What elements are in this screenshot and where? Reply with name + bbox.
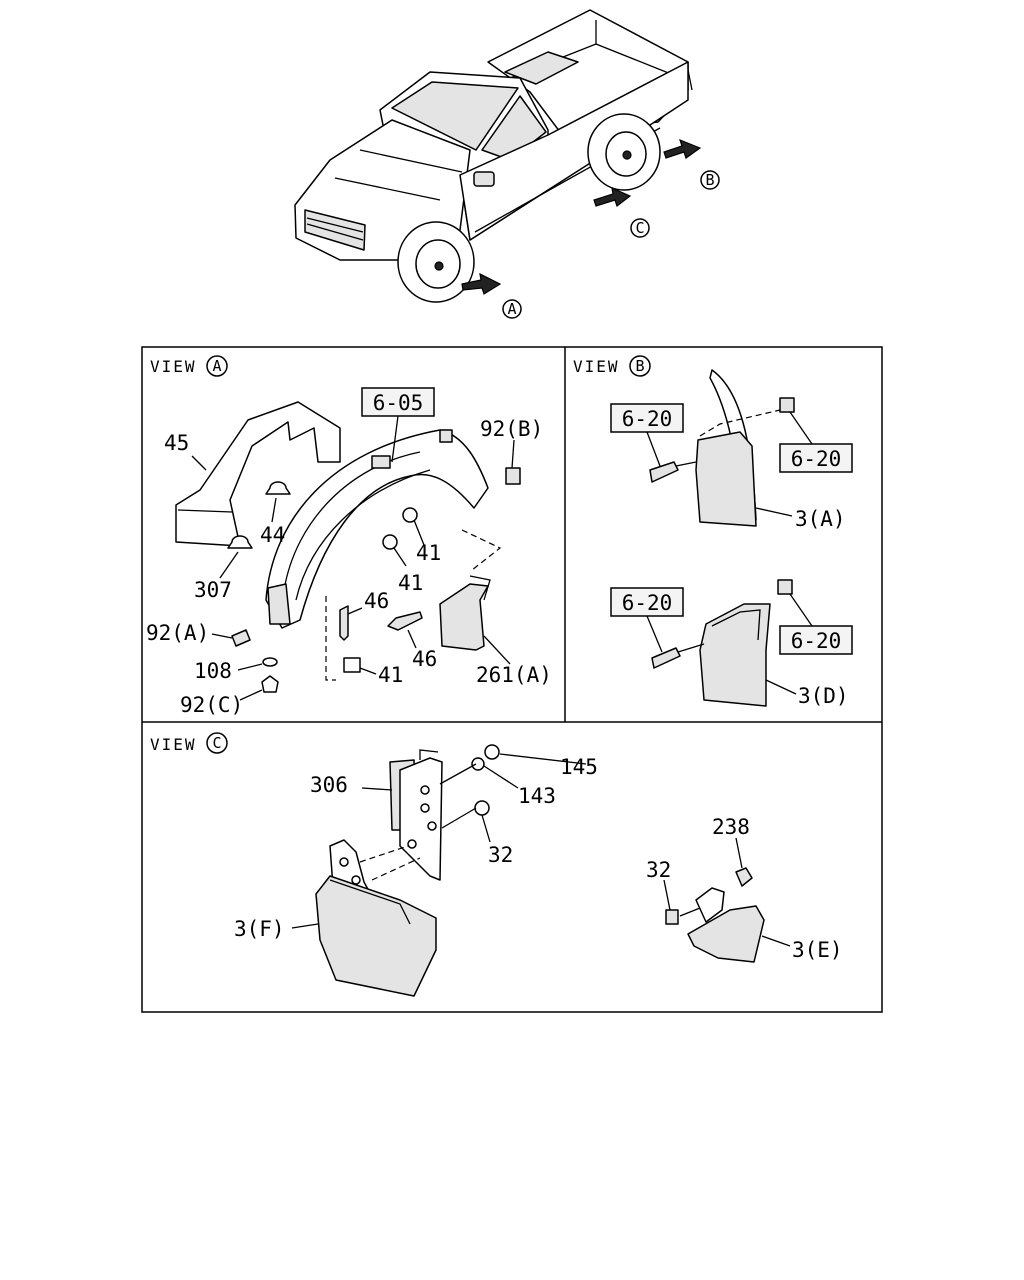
mud-flap-3f bbox=[315, 875, 437, 997]
label-145: 145 bbox=[560, 755, 598, 779]
label-261a: 261(A) bbox=[476, 663, 552, 687]
label-3f: 3(F) bbox=[234, 917, 285, 941]
label-92a: 92(A) bbox=[146, 621, 209, 645]
callout-arrow-b: B bbox=[663, 138, 720, 190]
mud-flap-3e bbox=[687, 905, 765, 963]
callout-b-label: B bbox=[705, 171, 714, 189]
label-41-c: 41 bbox=[378, 663, 403, 687]
mud-flap-3d bbox=[699, 603, 771, 707]
label-143: 143 bbox=[518, 784, 556, 808]
ref-box-6-20-upper-right: 6-20 bbox=[791, 447, 842, 471]
view-c-letter: C bbox=[212, 734, 221, 752]
label-108: 108 bbox=[194, 659, 232, 683]
label-46-a: 46 bbox=[364, 589, 389, 613]
view-c-panel: VIEW C bbox=[150, 732, 843, 997]
view-a-panel: VIEW A 6-05 bbox=[146, 355, 552, 717]
callout-arrow-a: A bbox=[461, 272, 522, 319]
label-3e: 3(E) bbox=[792, 938, 843, 962]
views-frame bbox=[141, 346, 883, 1013]
label-45: 45 bbox=[164, 431, 189, 455]
view-b-title: VIEW bbox=[573, 357, 620, 376]
ref-box-6-20-lower-left: 6-20 bbox=[622, 591, 673, 615]
label-46-b: 46 bbox=[412, 647, 437, 671]
label-41-a: 41 bbox=[416, 541, 441, 565]
label-32-a: 32 bbox=[488, 843, 513, 867]
view-c-title: VIEW bbox=[150, 735, 197, 754]
ref-box-6-20-upper-left: 6-20 bbox=[622, 407, 673, 431]
label-3a: 3(A) bbox=[795, 507, 846, 531]
ref-box-6-05: 6-05 bbox=[373, 391, 424, 415]
view-a-title: VIEW bbox=[150, 357, 197, 376]
ref-box-6-20-lower-right: 6-20 bbox=[791, 629, 842, 653]
callout-c-label: C bbox=[635, 219, 644, 237]
mud-flap-3a bbox=[695, 431, 757, 527]
view-a-letter: A bbox=[212, 357, 221, 375]
splash-shield-part bbox=[175, 401, 341, 547]
mud-guard-261a bbox=[439, 583, 489, 651]
callout-a-label: A bbox=[507, 300, 516, 318]
label-92c: 92(C) bbox=[180, 693, 243, 717]
label-44: 44 bbox=[260, 523, 285, 547]
pickup-truck-illustration bbox=[294, 9, 693, 303]
callout-arrow-c: C bbox=[593, 186, 650, 238]
view-b-letter: B bbox=[635, 357, 644, 375]
label-238: 238 bbox=[712, 815, 750, 839]
label-3d: 3(D) bbox=[798, 684, 849, 708]
label-41-b: 41 bbox=[398, 571, 423, 595]
inner-fender-liner bbox=[265, 429, 489, 629]
label-92b: 92(B) bbox=[480, 417, 543, 441]
label-32-b: 32 bbox=[646, 858, 671, 882]
label-307: 307 bbox=[194, 578, 232, 602]
view-b-panel: VIEW B 6-20 6-20 6-20 6-20 3(A) 3(D) bbox=[573, 355, 853, 708]
label-306: 306 bbox=[310, 773, 348, 797]
